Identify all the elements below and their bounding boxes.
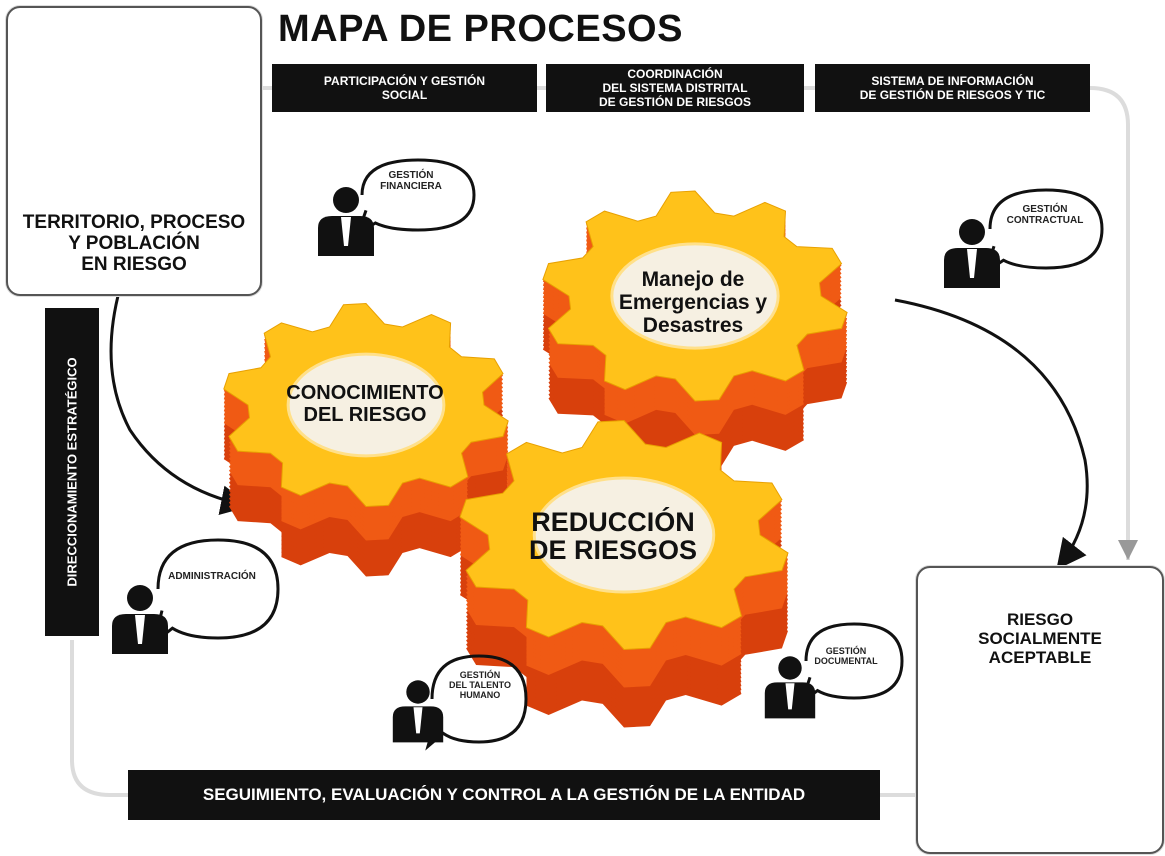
strategic-direction-label: DIRECCIONAMIENTO ESTRATÉGICO [64,357,80,587]
gear-label-manejo: Manejo de Emergencias y Desastres [618,268,768,337]
gear-icon-reduccion [459,419,789,728]
role-contractual [944,188,1104,288]
businessman-icon [318,187,374,256]
bar-label: Sistema de información de gestión de rie… [859,74,1046,102]
gear-label-conocimiento: Conocimiento del riesgo [286,382,444,426]
speech-bubble-icon [983,188,1104,276]
businessman-icon [392,680,444,743]
role-layer [112,158,1104,751]
role-financiera [318,158,476,256]
role-label-documental: Gestión DOCUMENTAL [814,646,878,666]
businessman-icon [764,656,816,719]
gear-label-reduccion: Reducción de riesgos [528,507,698,565]
speech-bubble-icon [151,538,280,647]
bar-participacion: Participación y gestión social [272,64,537,112]
businessman-icon [944,219,1000,288]
page-title: MAPA DE PROCESOS [278,8,683,50]
bar-label: Coordinación del sistema distrital de ge… [598,67,752,109]
monitoring-label: SEGUIMIENTO, EVALUACIÓN Y CONTROL A LA G… [202,785,806,804]
speech-bubble-icon [799,622,904,706]
territory-box: Territorio, proceso y población en riesg… [6,6,262,296]
gear-icon-conocimiento [223,302,509,577]
speech-bubble-icon [425,654,528,751]
strategic-direction-bar: DIRECCIONAMIENTO ESTRATÉGICO [45,308,99,636]
bar-coordinacion: Coordinación del sistema distrital de ge… [546,64,804,112]
outcome-label: Riesgo socialmente aceptable [978,610,1102,667]
outcome-box: Riesgo socialmente aceptable [916,566,1164,854]
bar-label: Participación y gestión social [323,74,486,102]
role-label-talento-humano: Gestión DEL TALENTO HUMANO [448,670,511,700]
role-administracion [112,538,280,654]
speech-bubble-icon [355,158,476,237]
gear-icon-manejo [542,190,848,471]
role-documental [764,622,904,719]
role-label-administracion: ADMINISTRACIÓN [168,571,256,582]
role-label-financiera: Gestión FINANCIERA [380,170,442,192]
gear-layer [223,190,848,728]
bar-sistema-informacion: Sistema de información de gestión de rie… [815,64,1090,112]
role-label-contractual: Gestión CONTRACTUAL [1006,204,1084,226]
arrow-emergency-to-outcome [894,298,1089,570]
role-talento-humano [392,654,528,751]
monitoring-bar: SEGUIMIENTO, EVALUACIÓN Y CONTROL A LA G… [128,770,880,820]
territory-label: Territorio, proceso y población en riesg… [22,212,246,275]
process-connector [70,86,1130,797]
businessman-icon [112,585,168,654]
arrow-territory-to-knowledge [109,287,251,515]
